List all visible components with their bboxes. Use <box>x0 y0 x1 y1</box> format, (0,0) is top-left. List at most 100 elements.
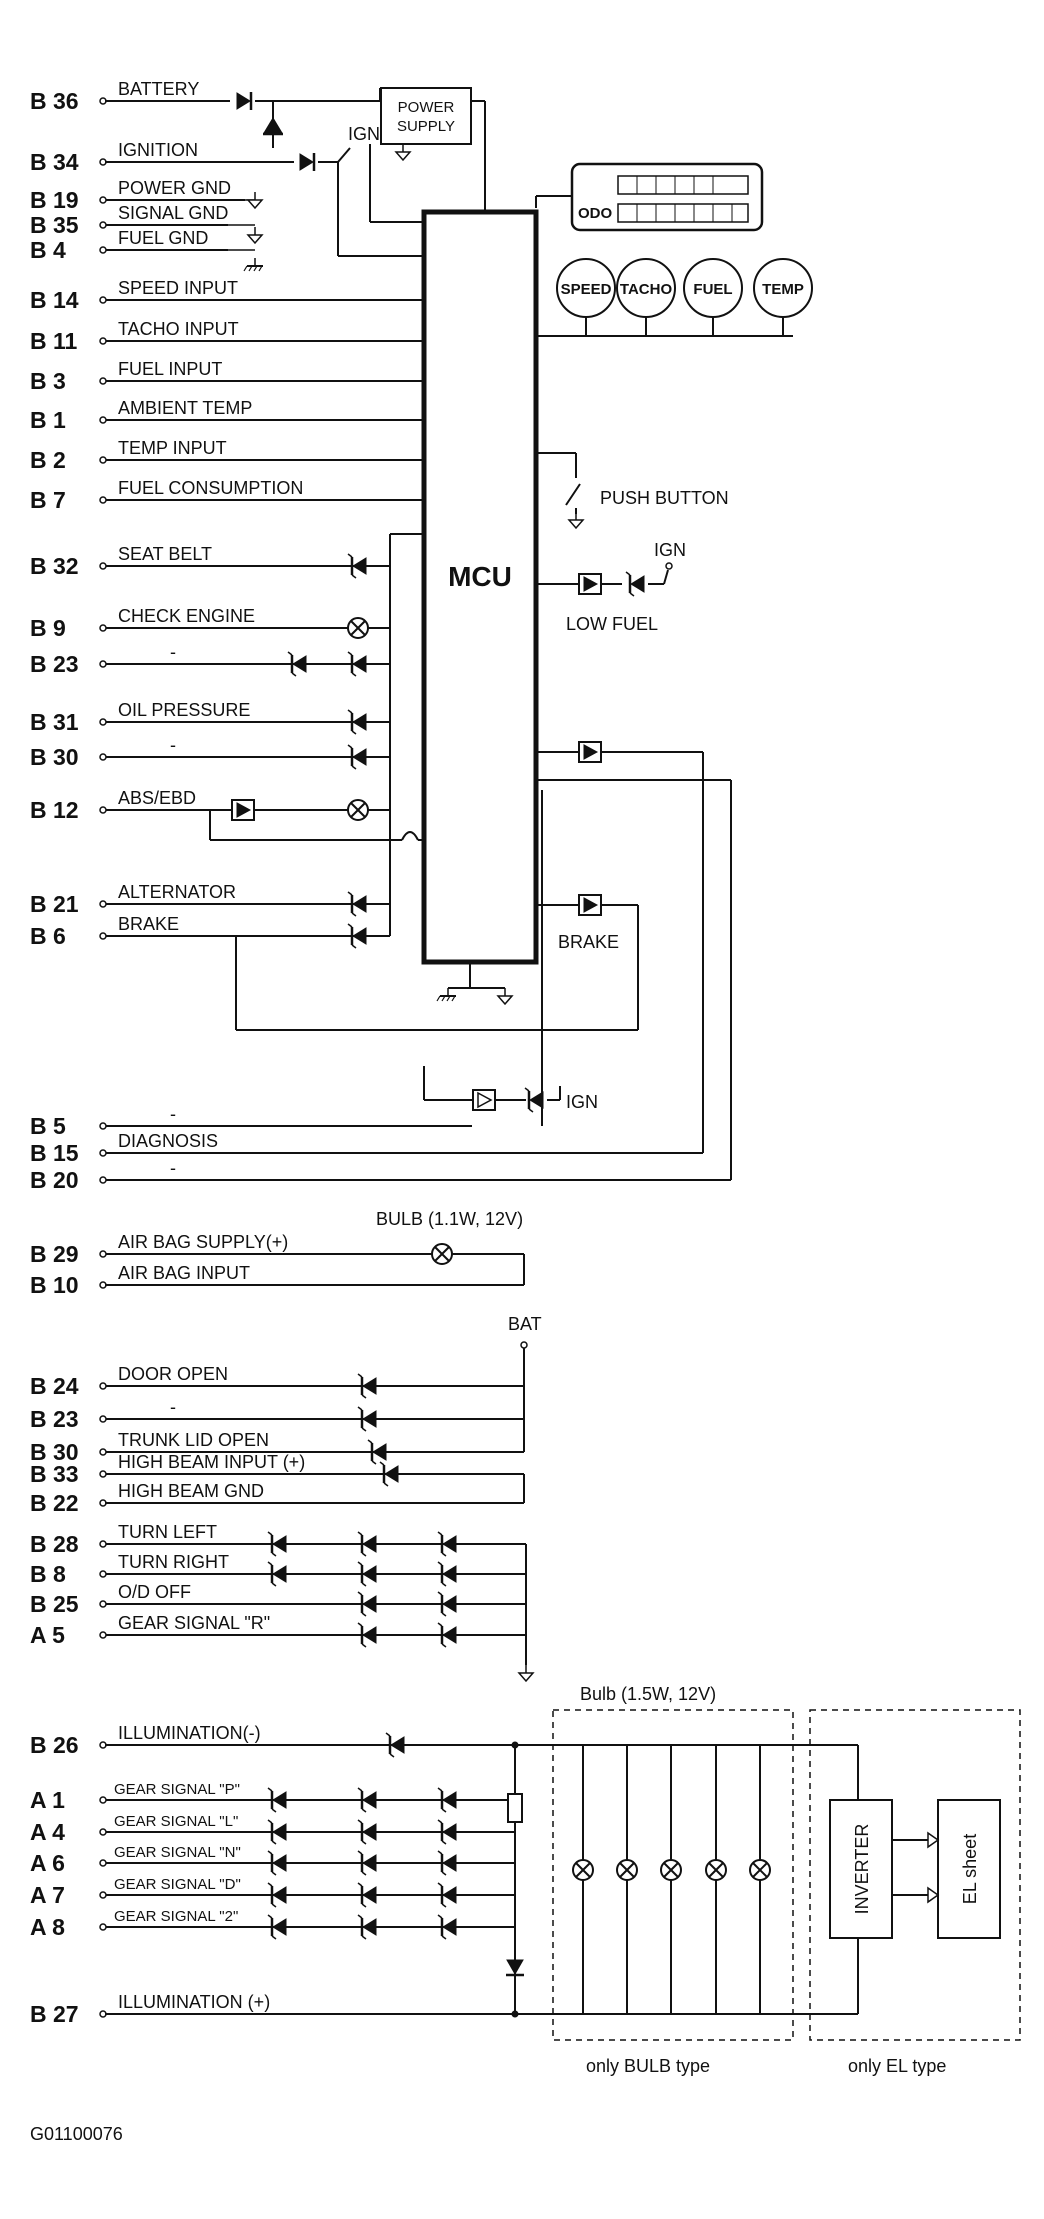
pin-terminal <box>99 196 107 204</box>
pin-label: B 14 <box>30 287 79 313</box>
signal-label: ILLUMINATION(-) <box>118 1723 261 1743</box>
signal-label: AIR BAG INPUT <box>118 1263 250 1283</box>
signal-label: GEAR SIGNAL "D" <box>114 1876 241 1893</box>
pin-label: B 22 <box>30 1490 79 1516</box>
signal-label: OIL PRESSURE <box>118 700 250 720</box>
signal-label: - <box>170 735 176 755</box>
bat-label: BAT <box>508 1314 542 1334</box>
signal-label: POWER GND <box>118 178 231 198</box>
signal-label: GEAR SIGNAL "R" <box>118 1613 270 1633</box>
pin-label: A 4 <box>30 1819 65 1845</box>
bulb-symbol <box>616 1859 638 1881</box>
power-supply-label: POWER <box>398 99 455 116</box>
bulb-symbol <box>660 1859 682 1881</box>
pin-terminal <box>99 660 107 668</box>
signal-label: - <box>170 1158 176 1178</box>
pin-label: B 9 <box>30 615 66 641</box>
pin-label: B 28 <box>30 1531 79 1557</box>
bulb-symbol <box>749 1859 771 1881</box>
signal-label: GEAR SIGNAL "N" <box>114 1844 241 1861</box>
power-supply-label-2: SUPPLY <box>397 118 455 135</box>
signal-label: ABS/EBD <box>118 788 196 808</box>
signal-label: BATTERY <box>118 79 199 99</box>
signal-label: - <box>170 1104 176 1124</box>
signal-label: TEMP INPUT <box>118 438 227 458</box>
gauge-temp <box>753 258 813 318</box>
el-sheet-box <box>937 1799 1001 1939</box>
pin-label: B 4 <box>30 237 66 263</box>
pin-terminal <box>99 1122 107 1130</box>
pin-label: B 30 <box>30 744 79 770</box>
pin-terminal <box>99 456 107 464</box>
pin-terminal <box>99 246 107 254</box>
gauge-label: SPEED <box>561 281 612 298</box>
signal-label: TACHO INPUT <box>118 319 239 339</box>
pin-label: B 23 <box>30 651 79 677</box>
mcu-box <box>421 209 539 965</box>
pin-label: B 26 <box>30 1732 79 1758</box>
gauge-label: FUEL <box>693 281 732 298</box>
pin-label: B 6 <box>30 923 66 949</box>
pin-terminal <box>99 1382 107 1390</box>
ign-label-b5: IGN <box>566 1092 598 1112</box>
signal-label: SEAT BELT <box>118 544 212 564</box>
pin-terminal <box>99 221 107 229</box>
pin-label: B 3 <box>30 368 66 394</box>
pin-label: A 6 <box>30 1850 65 1876</box>
pin-terminal <box>99 1570 107 1578</box>
pin-label: A 1 <box>30 1787 65 1813</box>
pin-label: B 7 <box>30 487 66 513</box>
pin-terminal <box>99 496 107 504</box>
signal-label: IGNITION <box>118 140 198 160</box>
only-el-label: only EL type <box>848 2056 946 2076</box>
signal-label: O/D OFF <box>118 1582 191 1602</box>
pin-label: B 10 <box>30 1272 79 1298</box>
pin-label: B 11 <box>30 328 78 354</box>
ign-label-top: IGN <box>348 124 380 144</box>
gauge-label: TACHO <box>620 281 673 298</box>
lamp-symbol <box>347 617 369 639</box>
pin-label: B 1 <box>30 407 66 433</box>
signal-label: DOOR OPEN <box>118 1364 228 1384</box>
pin-label: A 8 <box>30 1914 65 1940</box>
lcd-display <box>570 162 764 232</box>
pin-terminal <box>99 1250 107 1258</box>
pin-terminal <box>99 562 107 570</box>
pin-label: B 23 <box>30 1406 79 1432</box>
signal-label: - <box>170 1397 176 1417</box>
el-sheet-label: EL sheet <box>960 1834 980 1904</box>
signal-label: TURN LEFT <box>118 1522 217 1542</box>
inverter-box <box>829 1799 893 1939</box>
pin-label: B 8 <box>30 1561 66 1587</box>
pin-terminal <box>99 900 107 908</box>
pin-label: B 25 <box>30 1591 79 1617</box>
signal-label: TRUNK LID OPEN <box>118 1430 269 1450</box>
led-symbol <box>231 799 255 821</box>
pin-terminal <box>99 416 107 424</box>
signal-label: TURN RIGHT <box>118 1552 229 1572</box>
pin-terminal <box>99 1859 107 1867</box>
brake-led-label: BRAKE <box>558 932 619 952</box>
pin-terminal <box>99 1470 107 1478</box>
signal-label: AIR BAG SUPPLY(+) <box>118 1232 288 1252</box>
gauge-speed <box>556 258 616 318</box>
pin-label: B 19 <box>30 187 79 213</box>
push-button-label: PUSH BUTTON <box>600 488 729 508</box>
signal-label: - <box>170 642 176 662</box>
ign-label-lowfuel: IGN <box>654 540 686 560</box>
pin-terminal <box>99 1149 107 1157</box>
power-supply-box <box>380 87 472 145</box>
lamp-symbol <box>347 799 369 821</box>
pin-label: B 32 <box>30 553 79 579</box>
pin-terminal <box>99 1891 107 1899</box>
pin-label: B 20 <box>30 1167 79 1193</box>
figure-code: G01100076 <box>30 2124 123 2144</box>
pin-terminal <box>99 1631 107 1639</box>
inverter-label: INVERTER <box>852 1824 872 1915</box>
pin-terminal <box>99 1600 107 1608</box>
signal-label: GEAR SIGNAL "P" <box>114 1781 240 1798</box>
signal-label: SPEED INPUT <box>118 278 238 298</box>
pin-label: B 21 <box>30 891 79 917</box>
pin-terminal <box>99 377 107 385</box>
pin-terminal <box>99 296 107 304</box>
